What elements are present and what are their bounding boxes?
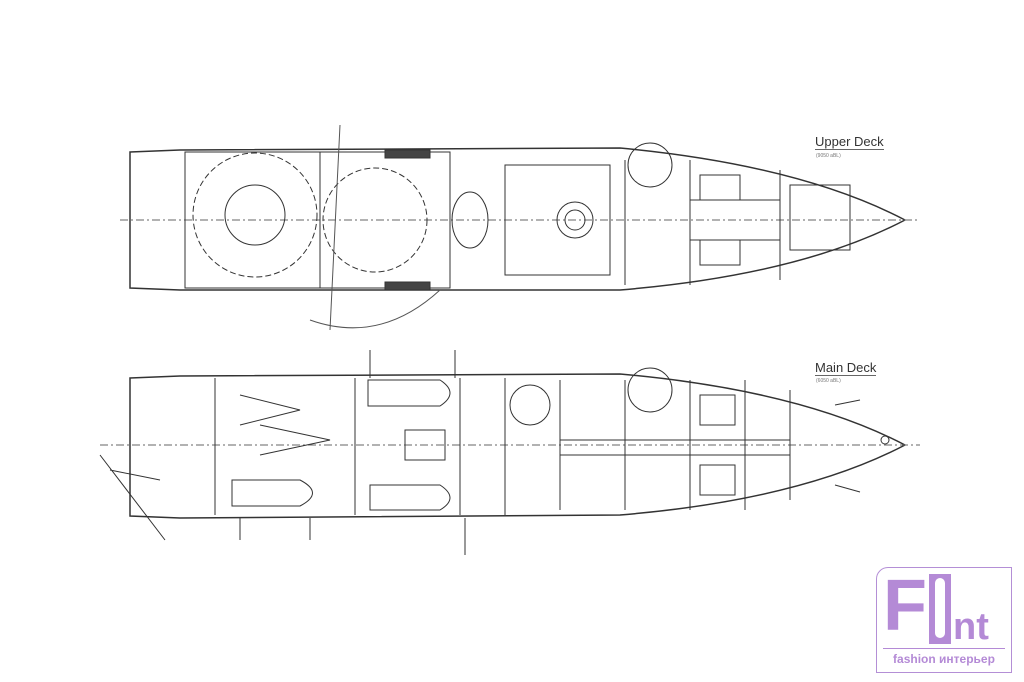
upper-deck-elevation: (9050 aBL)	[816, 153, 841, 159]
upper-deck-label: Upper Deck	[815, 134, 884, 150]
logo-tagline: fashion интерьер	[893, 652, 995, 666]
mannequin-figure-icon	[929, 574, 951, 644]
tender-boat	[367, 379, 451, 407]
stair-tree-upper	[627, 142, 673, 188]
dining-table	[451, 191, 489, 249]
upper-deck-hull	[129, 147, 907, 291]
main-deck-elevation: (6050 aBL)	[816, 378, 841, 384]
main-deck-plan	[99, 350, 920, 555]
helipad-circle	[192, 152, 318, 278]
main-deck-label: Main Deck	[815, 360, 877, 376]
stair-tree-main-1	[509, 384, 551, 426]
main-deck-hull	[129, 373, 907, 519]
flint-logo: F nt fashion интерьер	[876, 567, 1012, 673]
upper-deck-plan	[120, 124, 920, 331]
stair-tree-main-2	[627, 367, 673, 413]
